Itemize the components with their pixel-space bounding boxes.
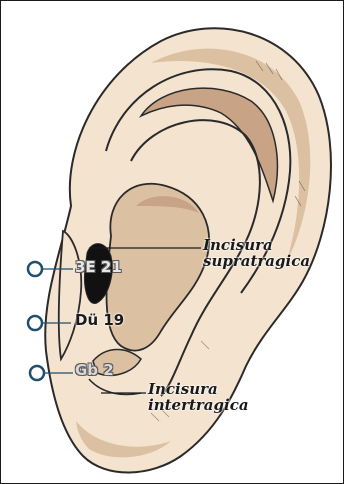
annotation-intertragic: Incisura intertragica [148,381,249,413]
acupoint-label-du19: Dü 19 [75,313,124,328]
annotation-supratragic-line2: supratragica [203,253,310,269]
annotation-supratragic-line1: Incisura [203,237,310,253]
acupoint-label-3e21: 3E 21 [75,260,122,275]
annotation-intertragic-line1: Incisura [148,381,249,397]
marker-circle [30,366,44,380]
annotation-supratragic: Incisura supratragica [203,237,310,269]
annotation-intertragic-line2: intertragica [148,397,249,413]
marker-circle [28,262,42,276]
acupoint-label-gb2: Gb 2 [75,363,114,378]
marker-circle [28,316,42,330]
